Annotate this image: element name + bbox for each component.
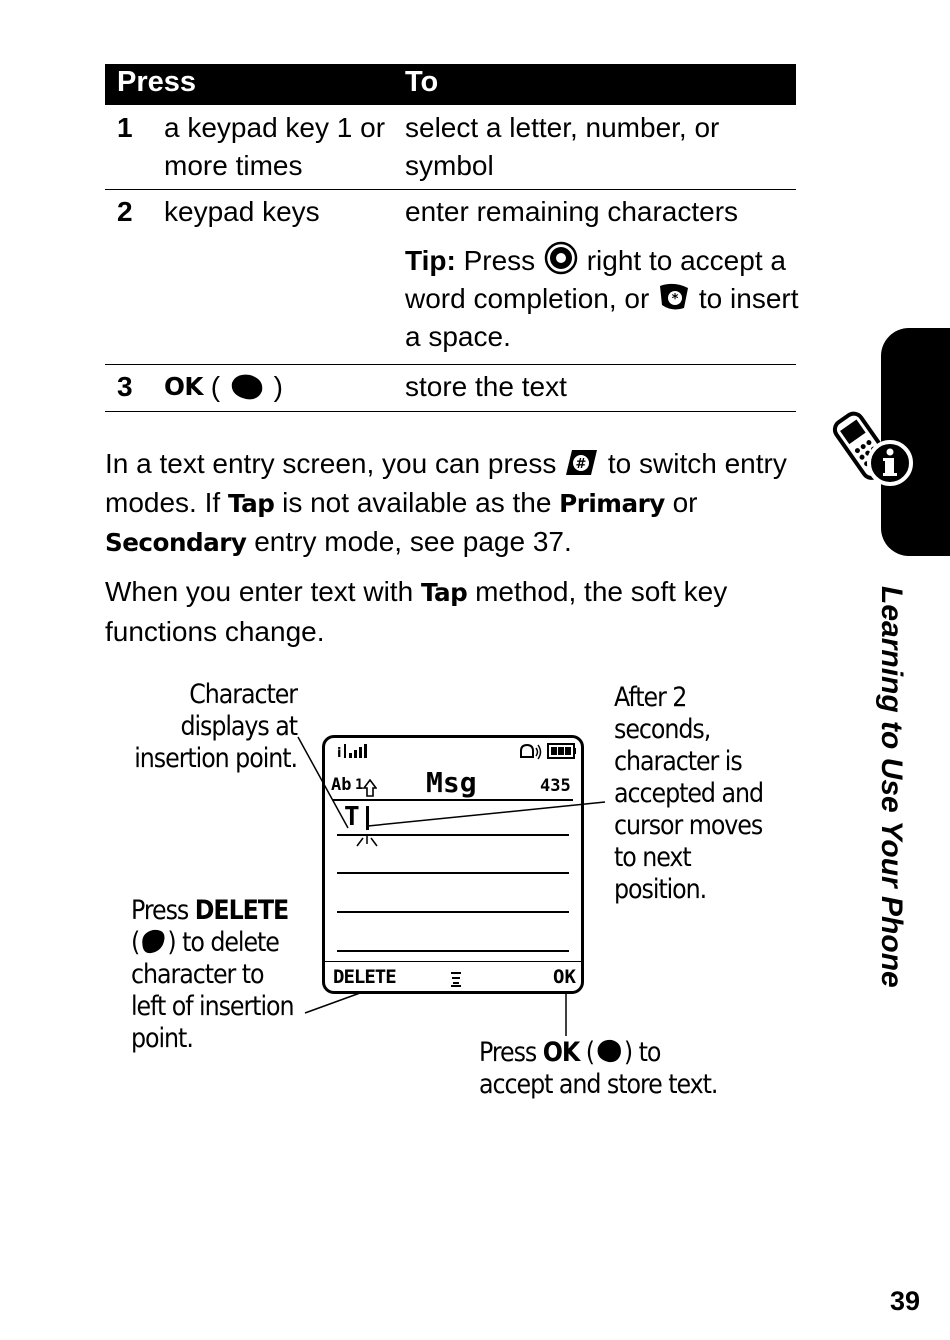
row-press: keypad keys — [164, 196, 320, 227]
caption-line: displays at — [180, 711, 298, 742]
phone-display: i Ab 1 Msg 435 T DELETE OK — [322, 735, 584, 994]
svg-text:i: i — [337, 746, 341, 761]
tip-accept: right to accept a word completion, or — [405, 245, 786, 314]
row-to: store the text — [405, 371, 567, 402]
ok-key-label: OK — [164, 372, 204, 401]
delete-soft-key[interactable]: DELETE — [333, 966, 397, 988]
caption-line: accept and store text. — [479, 1069, 718, 1100]
para-text: When you enter text with — [105, 576, 414, 607]
para-text: method, the soft key functions change. — [105, 576, 728, 647]
caption-insertion-point: Character displays at insertion point. — [124, 679, 298, 775]
row-to: enter remaining characters — [405, 196, 739, 227]
tip-press: Press — [463, 245, 536, 276]
row-press: OK ( ) — [164, 368, 394, 406]
entry-mode-label: Ab — [331, 775, 352, 795]
para-text: entry mode, see page 37. — [254, 526, 572, 557]
left-soft-key-icon — [142, 929, 165, 954]
typed-character: T — [344, 802, 360, 832]
para-text: to switch entry modes. If — [105, 448, 787, 518]
right-soft-key-icon — [231, 374, 263, 400]
ringer-icon — [520, 743, 542, 760]
tip-label: Tip: — [405, 245, 456, 276]
page-number: 39 — [890, 1286, 921, 1316]
caption-line: left of insertion — [131, 991, 295, 1022]
caption-delete: Press DELETE () to delete character to l… — [131, 895, 307, 1055]
table-row: 3 OK ( ) store the text — [105, 365, 796, 412]
caption-after-seconds: After 2 seconds, character is accepted a… — [614, 682, 790, 906]
text-line — [337, 872, 569, 874]
shift-arrow-icon — [363, 779, 377, 797]
battery-icon — [547, 743, 576, 759]
pound-key-icon: # — [566, 450, 598, 475]
ok-soft-key[interactable]: OK — [553, 966, 576, 988]
row-press: a keypad key 1 or more times — [164, 112, 386, 181]
cursor — [366, 806, 369, 830]
entry-mode-paragraph: In a text entry screen, you can press # … — [105, 445, 805, 563]
ok-key-label: OK — [542, 1037, 581, 1068]
caption-text: ) to — [623, 1037, 662, 1068]
svg-text:#: # — [576, 457, 587, 472]
menu-icon[interactable] — [449, 970, 463, 988]
text-line — [337, 911, 569, 913]
caption-text: Press — [131, 895, 189, 926]
secondary-label: Secondary — [105, 528, 247, 557]
caption-line: Press DELETE — [131, 895, 307, 927]
table-row: 2 keypad keys enter remaining characters… — [105, 190, 799, 365]
caption-line: () to delete — [131, 927, 280, 958]
soft-key-divider — [325, 961, 581, 962]
soft-key-paragraph: When you enter text with Tap method, the… — [105, 573, 845, 651]
primary-label: Primary — [559, 488, 665, 518]
para-text: or — [672, 486, 698, 518]
caption-line: cursor moves — [614, 810, 763, 841]
caption-ok: Press OK () to accept and store text. — [479, 1037, 743, 1101]
caption-line: character is — [614, 746, 743, 777]
delete-key-label: DELETE — [194, 895, 289, 926]
tap-label: Tap — [227, 488, 275, 518]
caption-text: ) to delete — [167, 927, 280, 958]
caption-line: to next — [614, 842, 692, 873]
entry-mode-number: 1 — [355, 777, 364, 793]
caption-line: Press OK () to — [479, 1037, 662, 1068]
caption-line: seconds, — [614, 714, 711, 745]
tip-text: Tip: Press right to accept a word comple… — [405, 241, 800, 356]
nav-key-icon — [544, 241, 578, 275]
right-soft-key-icon — [597, 1039, 621, 1063]
phone-info-icon — [832, 411, 913, 486]
table-header: Press To — [105, 64, 796, 105]
tip-space: to insert a space. — [405, 283, 799, 352]
caption-line: After 2 — [614, 682, 687, 713]
caption-text: Press — [479, 1037, 537, 1068]
signal-strength-icon: i — [337, 744, 367, 761]
star-key-icon: * — [660, 283, 689, 310]
text-line — [337, 950, 569, 952]
title-divider — [333, 799, 573, 801]
caption-line: Character — [189, 679, 298, 710]
para-text: is not available as the — [282, 486, 552, 518]
header-press: Press — [117, 66, 197, 98]
caption-line: character to — [131, 959, 265, 990]
caption-line: accepted and — [614, 778, 764, 809]
caption-line: position. — [614, 874, 707, 905]
row-number: 1 — [117, 112, 133, 143]
header-to: To — [405, 66, 439, 98]
screen-title: Msg — [426, 766, 477, 799]
table-row: 1 a keypad key 1 or more times select a … — [105, 105, 796, 190]
press-to-table: Press To 1 a keypad key 1 or more times … — [105, 64, 799, 412]
character-count: 435 — [540, 776, 571, 796]
svg-text:*: * — [672, 292, 679, 307]
text-line — [337, 834, 569, 836]
row-to: select a letter, number, or symbol — [405, 112, 720, 181]
caption-line: insertion point. — [134, 743, 298, 774]
para-text: In a text entry screen, you can press — [105, 448, 557, 479]
row-number: 2 — [117, 196, 133, 227]
tap-label: Tap — [420, 578, 468, 607]
row-number: 3 — [117, 371, 133, 402]
caption-line: point. — [131, 1023, 194, 1054]
